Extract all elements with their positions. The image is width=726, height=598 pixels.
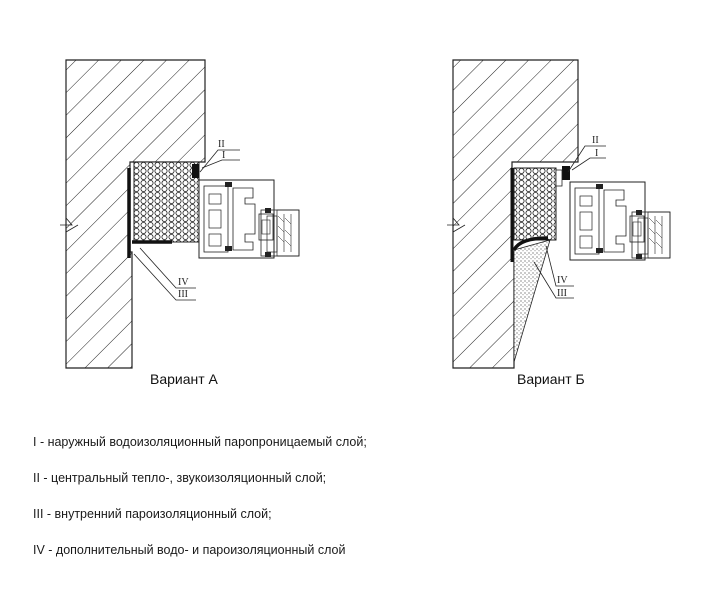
variant-a-foam-layer-ii bbox=[133, 161, 200, 243]
variant-a-caption: Вариант А bbox=[150, 371, 219, 387]
layer-legend: I - наружный водоизоляционный паропрониц… bbox=[33, 433, 367, 577]
variant-b-label-iv: IV bbox=[557, 275, 568, 286]
variant-a-label-i: I bbox=[222, 150, 225, 161]
legend-item-iv: IV - дополнительный водо- и пароизоляцио… bbox=[33, 543, 346, 557]
variant-b-label-iii: III bbox=[557, 288, 567, 299]
legend-item-ii: II - центральный тепло-, звукоизоляционн… bbox=[33, 471, 327, 485]
window-installation-diagram: II I IV III Вариант А II I IV III Вариан… bbox=[60, 59, 671, 387]
variant-b-foam-layer-ii bbox=[513, 167, 557, 241]
legend-item-iii: III - внутренний пароизоляционный слой; bbox=[33, 507, 272, 521]
variant-b-caption: Вариант Б bbox=[517, 371, 585, 387]
variant-a-label-ii: II bbox=[218, 139, 225, 150]
variant-b-label-ii: II bbox=[592, 135, 599, 146]
variant-a-label-iv: IV bbox=[178, 277, 189, 288]
variant-b-sealant-wedge bbox=[513, 239, 551, 363]
variant-a-tape-i bbox=[192, 164, 199, 178]
variant-b-tape-i bbox=[562, 166, 570, 180]
variant-b: II I IV III Вариант Б bbox=[447, 59, 671, 387]
legend-item-i: I - наружный водоизоляционный паропрониц… bbox=[33, 435, 367, 449]
variant-b-label-i: I bbox=[595, 148, 598, 159]
variant-a: II I IV III Вариант А bbox=[60, 59, 300, 387]
variant-a-label-iii: III bbox=[178, 289, 188, 300]
